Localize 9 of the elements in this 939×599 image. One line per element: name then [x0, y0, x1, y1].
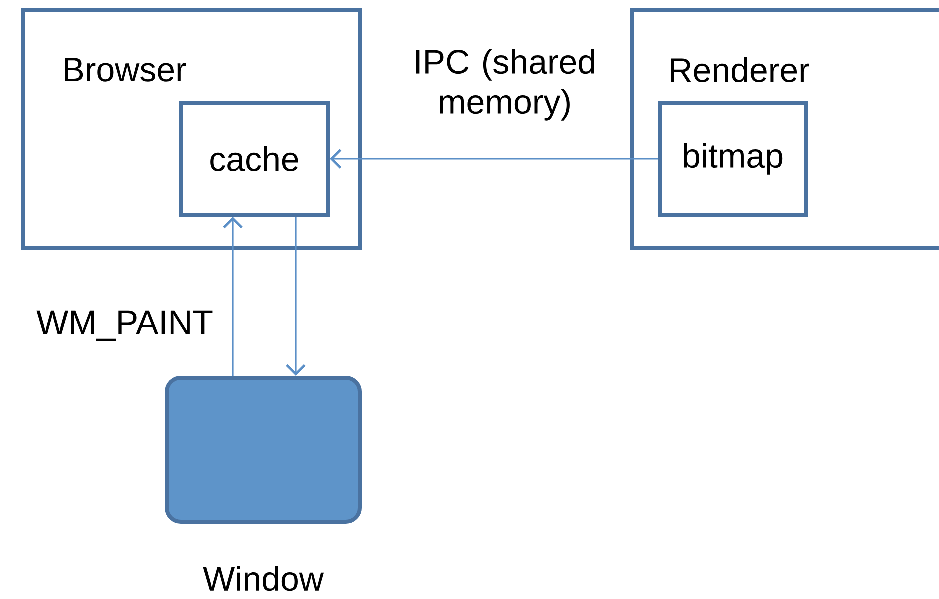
- component-box: bitmap: [658, 101, 808, 217]
- arrow: [330, 149, 658, 169]
- edge-label: WM_PAINT: [36, 310, 213, 342]
- component-box: cache: [179, 101, 330, 217]
- edge-label: IPC (shared memory): [416, 49, 594, 121]
- arrow: [223, 217, 243, 376]
- arrow: [286, 217, 306, 376]
- window-box: [165, 376, 362, 524]
- node-caption: Window: [203, 566, 324, 592]
